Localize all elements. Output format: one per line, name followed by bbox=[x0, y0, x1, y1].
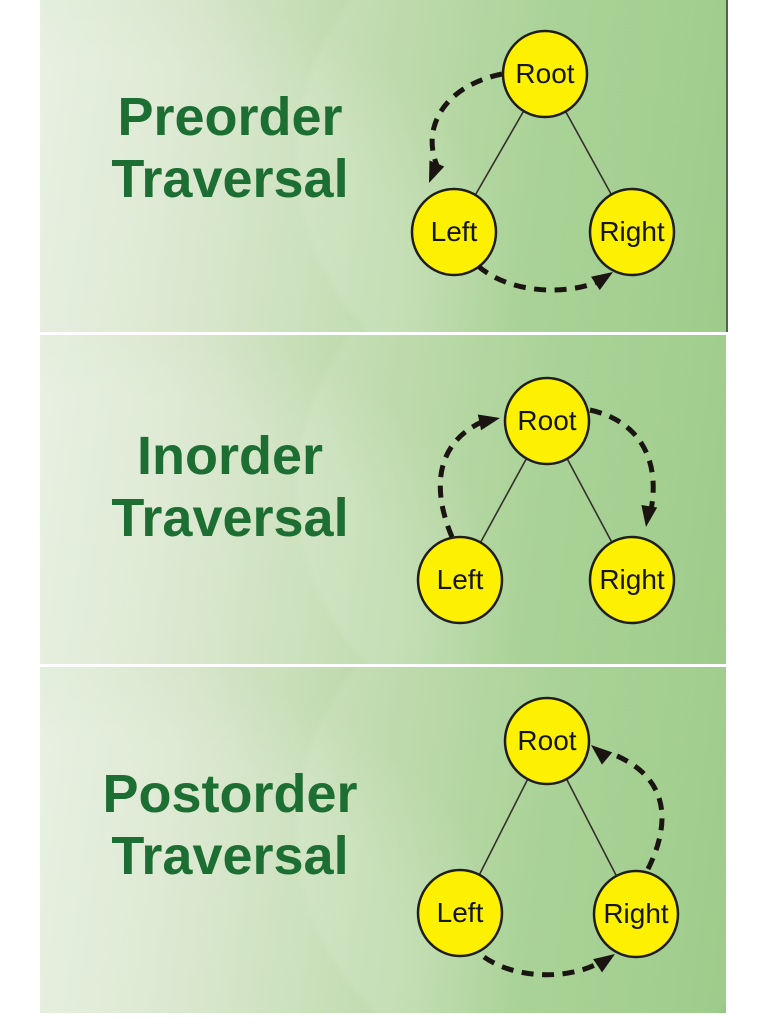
panel-title-inorder: Inorder Traversal bbox=[40, 425, 420, 549]
root-node-circle bbox=[501, 29, 589, 119]
left-node-label: Left bbox=[431, 216, 478, 247]
root-node-circle bbox=[503, 376, 591, 466]
left-node-label: Left bbox=[437, 897, 484, 928]
arrowhead-left-to-right-icon bbox=[591, 272, 613, 291]
preorder-tree-diagram: Root Left Right bbox=[410, 29, 676, 293]
left-node-circle bbox=[410, 187, 498, 277]
right-node-circle bbox=[588, 187, 676, 277]
right-node-circle bbox=[592, 869, 680, 959]
root-node-label: Root bbox=[517, 405, 576, 436]
arrowhead-left-to-right-icon bbox=[593, 954, 615, 973]
title-line-1: Inorder bbox=[136, 426, 324, 486]
traversal-arrow-right-to-root bbox=[609, 750, 665, 871]
root-node-circle bbox=[503, 696, 591, 786]
right-node-label: Right bbox=[599, 216, 665, 247]
left-node-circle bbox=[416, 868, 504, 958]
right-node-label: Right bbox=[603, 898, 669, 929]
right-node-label: Right bbox=[599, 564, 665, 595]
traversal-arrow-root-to-right bbox=[589, 407, 656, 516]
panel-postorder: Root Left Right Postorder Traversal bbox=[40, 667, 726, 1013]
root-node-label: Root bbox=[515, 58, 574, 89]
panel-title-postorder: Postorder Traversal bbox=[40, 763, 420, 887]
arrowhead-right-to-root-icon bbox=[591, 745, 613, 765]
traversal-arrow-left-to-root bbox=[437, 418, 485, 538]
postorder-tree-diagram: Root Left Right bbox=[416, 696, 680, 978]
panel-preorder: Root Left Right Preorder Traversal bbox=[40, 0, 728, 332]
arrowhead-root-to-right-icon bbox=[641, 505, 658, 527]
traversal-arrow-left-to-right bbox=[482, 954, 604, 978]
traversal-arrow-left-to-right bbox=[476, 264, 604, 293]
arrowhead-left-to-root-icon bbox=[477, 414, 500, 431]
traversal-arrow-root-to-left bbox=[429, 71, 503, 170]
title-line-1: Preorder bbox=[117, 87, 343, 147]
title-line-2: Traversal bbox=[111, 149, 349, 209]
root-node-label: Root bbox=[517, 725, 576, 756]
panel-title-preorder: Preorder Traversal bbox=[40, 86, 420, 210]
left-node-circle bbox=[416, 535, 504, 625]
title-line-2: Traversal bbox=[111, 826, 349, 886]
left-node-label: Left bbox=[437, 564, 484, 595]
inorder-tree-diagram: Root Left Right bbox=[416, 376, 676, 625]
title-line-2: Traversal bbox=[111, 488, 349, 548]
right-node-circle bbox=[588, 535, 676, 625]
panel-inorder: Root Left Right Inorder Traversal bbox=[40, 335, 726, 664]
title-line-1: Postorder bbox=[102, 764, 358, 824]
arrowhead-root-to-left-icon bbox=[429, 160, 445, 183]
